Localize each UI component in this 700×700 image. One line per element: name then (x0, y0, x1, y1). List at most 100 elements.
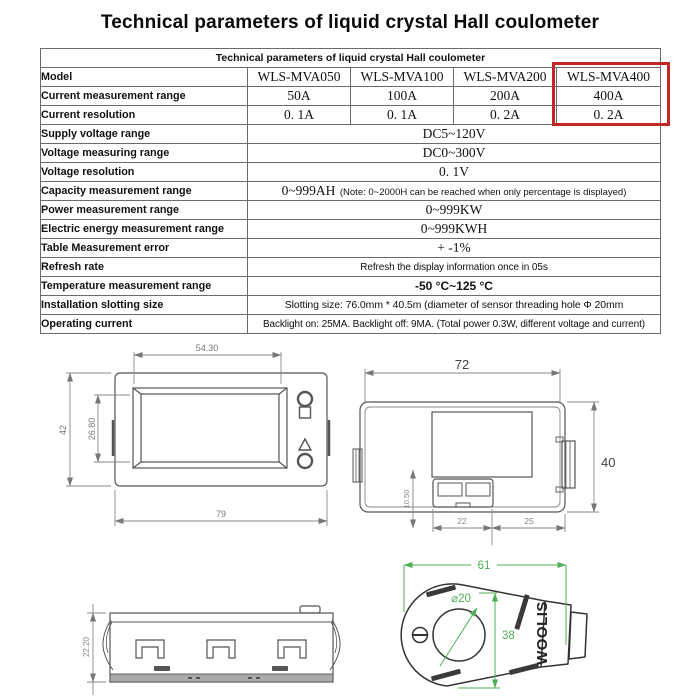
model-cell-4: WLS-MVA400 (556, 67, 661, 87)
current-res-cell-4: 0. 2A (556, 105, 661, 125)
table-row: Electric energy measurement range 0~999K… (40, 219, 661, 239)
left-latch-inner (105, 621, 113, 654)
sensor-hatch-marks (426, 584, 539, 682)
sensor-height-dim: 38 (502, 630, 515, 642)
sensor-dimension-lines (403, 562, 567, 689)
rear-dimension-lines (364, 369, 599, 545)
supply-voltage-value: DC5~120V (247, 124, 661, 144)
energy-value: 0~999KWH (247, 219, 661, 239)
connector-notch (455, 502, 471, 508)
side-bottom-bar (109, 673, 334, 683)
row-label-temperature: Temperature measurement range (40, 276, 248, 296)
lcd-inner (140, 393, 280, 463)
left-side-tab (352, 448, 363, 483)
square-icon (298, 406, 312, 419)
table-row: Temperature measurement range -50 °C~125… (40, 276, 661, 296)
top-button (296, 390, 314, 408)
row-label-energy: Electric energy measurement range (40, 219, 248, 239)
current-range-cell-3: 200A (453, 86, 557, 106)
table-row: Model WLS-MVA050 WLS-MVA100 WLS-MVA200 W… (40, 67, 661, 87)
sensor-hole-diameter-dim: ⌀20 (451, 593, 471, 605)
screw-icon (411, 626, 429, 644)
right-latch (329, 619, 341, 671)
power-value: 0~999KW (247, 200, 661, 220)
side-view-drawing: 22.20 (82, 604, 341, 695)
model-cell-2: WLS-MVA100 (350, 67, 454, 87)
capacity-value-cell: 0~999AH (Note: 0~2000H can be reached wh… (247, 181, 661, 201)
sensor-neck-line (540, 600, 546, 668)
capacity-note: (Note: 0~2000H can be reached when only … (339, 187, 627, 198)
right-hook-bottom (555, 486, 564, 493)
rear-right-offset-dim: 25 (524, 516, 534, 526)
sensor-body (400, 583, 588, 687)
side-pad-1 (154, 666, 170, 671)
rear-connector-width-dim: 22 (457, 516, 467, 526)
rear-connector-height-dim: 10.50 (402, 490, 411, 509)
front-height-dim: 42 (58, 425, 68, 435)
row-label-slotting: Installation slotting size (40, 295, 248, 315)
front-dimension-lines (66, 352, 328, 526)
refresh-value: Refresh the display information once in … (247, 257, 661, 277)
table-row: Current resolution 0. 1A 0. 1A 0. 2A 0. … (40, 105, 661, 125)
rear-window (431, 411, 533, 478)
row-label-model: Model (40, 67, 248, 87)
row-label-refresh: Refresh rate (40, 257, 248, 277)
brand-label: WOOLIS (534, 601, 551, 665)
row-label-current-range: Current measurement range (40, 86, 248, 106)
right-latch-inner (330, 621, 338, 654)
table-row: Refresh rate Refresh the display informa… (40, 257, 661, 277)
right-connector-lines (565, 441, 571, 488)
mount-clip-1 (135, 639, 165, 659)
rear-height-dim: 40 (601, 455, 615, 470)
row-label-current-res: Current resolution (40, 105, 248, 125)
voltage-res-value: 0. 1V (247, 162, 661, 182)
device-side-body (109, 612, 334, 683)
side-depth-dim: 22.20 (82, 636, 91, 657)
temperature-value: -50 °C~125 °C (247, 276, 661, 296)
row-label-operating: Operating current (40, 314, 248, 334)
connector-slot-2 (465, 482, 491, 497)
table-row: Supply voltage range DC5~120V (40, 124, 661, 144)
rear-width-dim: 72 (455, 357, 469, 372)
front-lcd-height-dim: 26.80 (87, 418, 97, 441)
right-hook-top (555, 436, 564, 443)
voltage-range-value: DC0~300V (247, 143, 661, 163)
right-side-connector (561, 440, 576, 489)
front-width-dim: 79 (216, 509, 226, 519)
device-front-body (114, 372, 328, 487)
sensor-drawing: 61 ⌀20 38 WOOLIS (400, 560, 588, 689)
lcd-bevel-lines (132, 387, 288, 469)
device-rear-inner (364, 406, 561, 508)
row-label-supply-voltage: Supply voltage range (40, 124, 248, 144)
left-tab-lines (355, 449, 360, 482)
row-label-capacity: Capacity measurement range (40, 181, 248, 201)
connector-slot-1 (437, 482, 463, 497)
table-row: Table Measurement error + -1% (40, 238, 661, 258)
slotting-value: Slotting size: 76.0mm * 40.5m (diameter … (247, 295, 661, 315)
device-rear-body (359, 401, 566, 513)
side-top-bump (299, 605, 321, 614)
table-row: Voltage resolution 0. 1V (40, 162, 661, 182)
front-view-drawing: 54.30 42 26.80 79 (58, 343, 331, 526)
lcd-outer (132, 387, 288, 469)
table-row: Operating current Backlight on: 25MA. Ba… (40, 314, 661, 334)
model-cell-1: WLS-MVA050 (247, 67, 351, 87)
row-label-voltage-res: Voltage resolution (40, 162, 248, 182)
mount-clip-3 (277, 639, 307, 659)
side-dimension-lines (87, 604, 106, 695)
rear-view-drawing: 72 40 10.50 22 25 (352, 357, 615, 545)
current-range-cell-2: 100A (350, 86, 454, 106)
side-pad-2 (272, 666, 288, 671)
current-res-cell-2: 0. 1A (350, 105, 454, 125)
sensor-length-dim: 61 (478, 560, 491, 572)
triangle-icon (297, 437, 313, 451)
page-title: Technical parameters of liquid crystal H… (100, 12, 600, 33)
sensor-hole (432, 608, 486, 662)
bottom-connector (432, 478, 494, 508)
front-lcd-width-dim: 54.30 (196, 343, 219, 353)
operating-value: Backlight on: 25MA. Backlight off: 9MA. … (247, 314, 661, 334)
capacity-value: 0~999AH (281, 183, 336, 198)
current-range-cell-1: 50A (247, 86, 351, 106)
table-row: Voltage measuring range DC0~300V (40, 143, 661, 163)
